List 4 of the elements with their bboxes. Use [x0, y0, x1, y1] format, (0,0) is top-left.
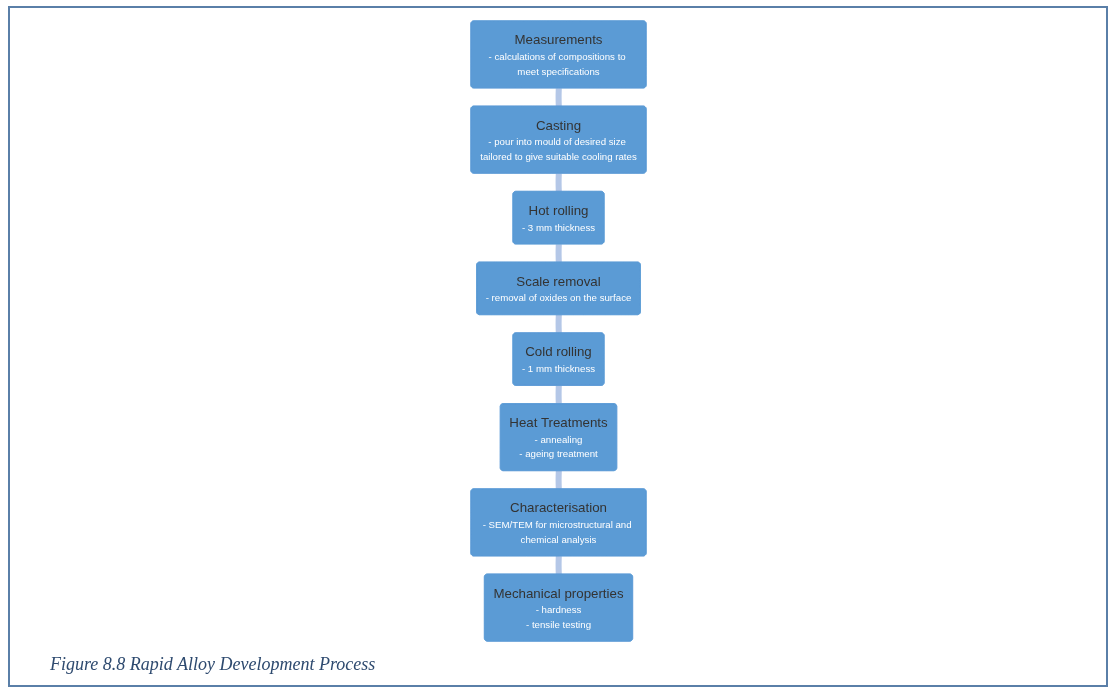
connector [555, 86, 562, 108]
connector [555, 554, 562, 576]
figure-caption: Figure 8.8 Rapid Alloy Development Process [50, 654, 376, 675]
connector [555, 242, 562, 264]
